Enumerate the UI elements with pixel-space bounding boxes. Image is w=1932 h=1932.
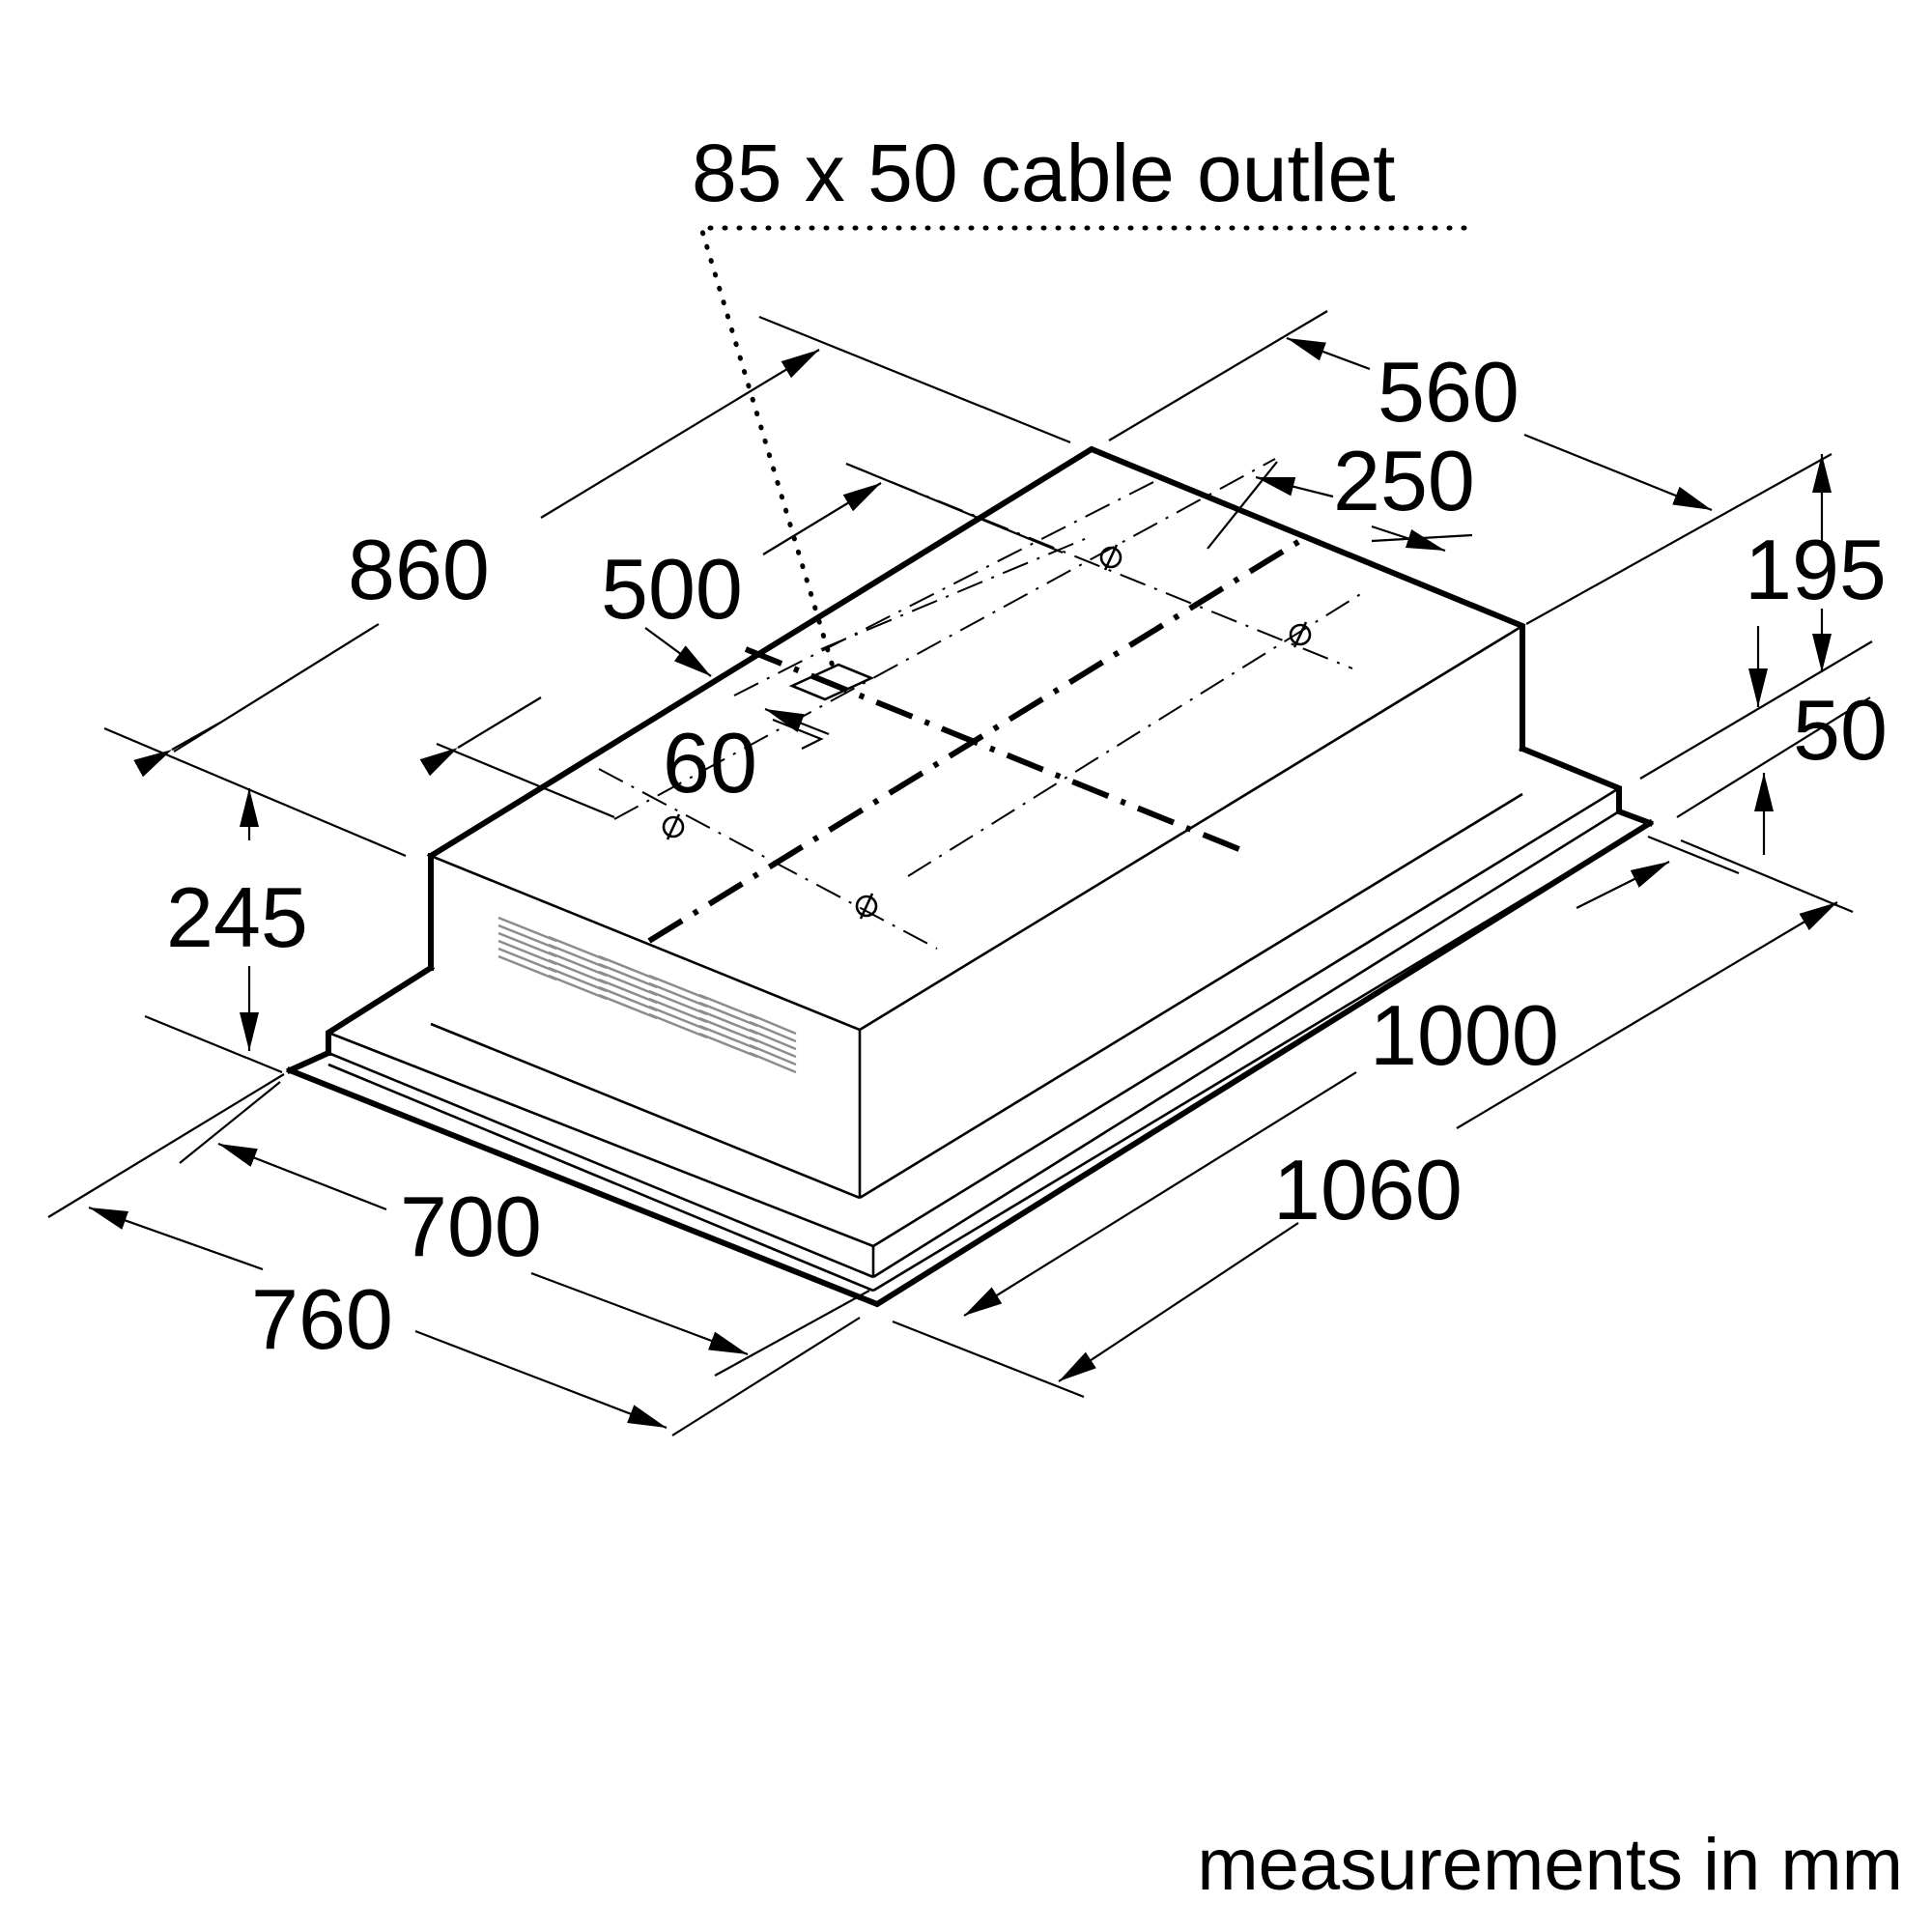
- mounting-centerlines: [598, 458, 1363, 950]
- dimension-560: 560: [1378, 344, 1520, 440]
- dimension-250: 250: [1333, 433, 1475, 528]
- dimension-860: 860: [348, 522, 490, 617]
- hole-left-icon: [662, 813, 685, 840]
- dimension-1060: 1060: [1273, 1142, 1463, 1237]
- hole-top-icon: [1099, 544, 1122, 571]
- mounting-holes: [662, 544, 1312, 920]
- dimension-245: 245: [166, 869, 308, 965]
- dimension-760: 760: [251, 1271, 393, 1367]
- hood-body-inner-lines: [327, 624, 1651, 1293]
- dimension-700: 700: [400, 1179, 542, 1274]
- dimension-195: 195: [1745, 522, 1887, 617]
- dimension-1000: 1000: [1370, 987, 1559, 1083]
- vent-grille: [497, 916, 797, 1074]
- dimension-500: 500: [601, 541, 743, 637]
- measurement-units-note: measurements in mm: [1197, 1824, 1903, 1906]
- hole-bottom-icon: [855, 893, 878, 920]
- hole-right-icon: [1289, 621, 1312, 648]
- dimension-50: 50: [1793, 682, 1888, 778]
- dimension-lines: [47, 310, 1873, 1436]
- labels: 85 x 50 cable outlet 860 500 60 250 560 …: [166, 128, 1903, 1906]
- dimension-60: 60: [663, 715, 757, 810]
- cable-outlet-label: 85 x 50 cable outlet: [692, 128, 1396, 218]
